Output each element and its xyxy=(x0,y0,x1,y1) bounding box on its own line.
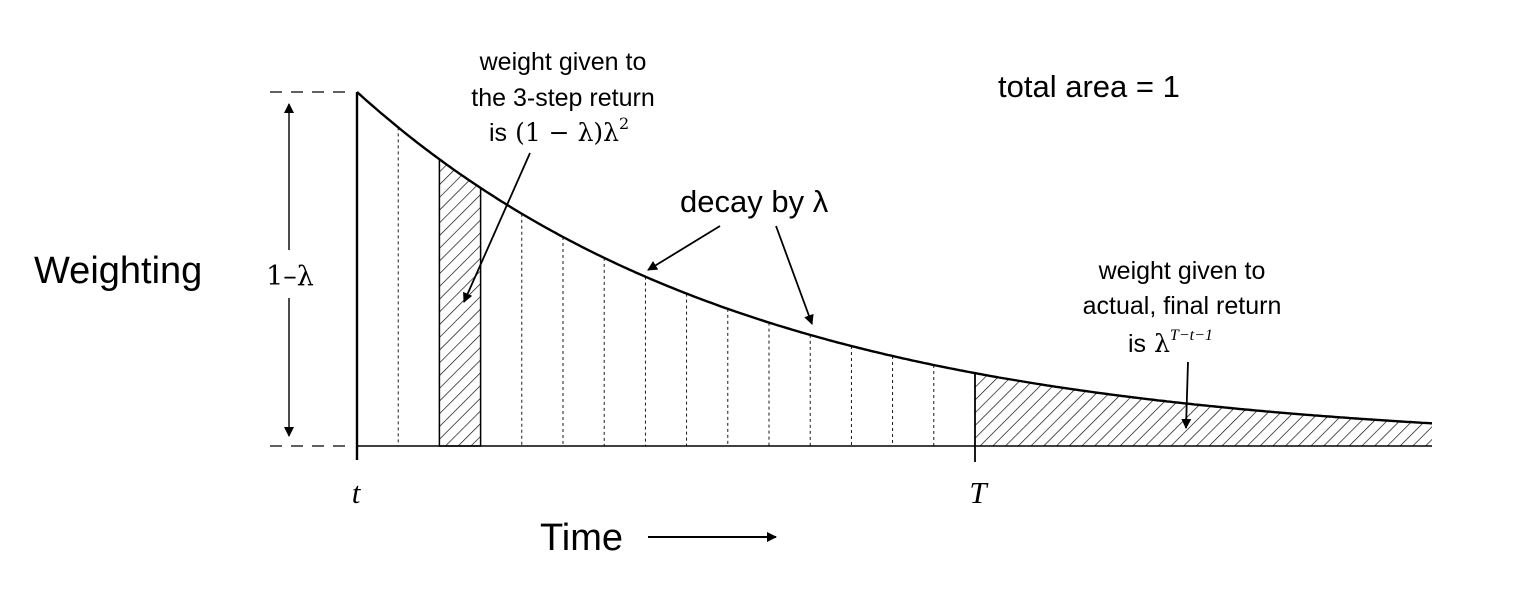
svg-text:weight given to: weight given to xyxy=(479,48,647,76)
svg-text:weight given to: weight given to xyxy=(1098,257,1266,285)
y-axis-label: Weighting xyxy=(34,250,202,292)
svg-text:the 3-step return: the 3-step return xyxy=(471,84,654,112)
final-note-arrow xyxy=(1181,361,1192,429)
decay-curve xyxy=(356,91,1432,425)
decay-arrow-right xyxy=(775,225,814,325)
total-area-label: total area = 1 xyxy=(998,69,1180,104)
three-step-return-shaded-area xyxy=(438,157,482,447)
height-label: 1–λ xyxy=(266,261,314,292)
svg-text:actual, final return: actual, final return xyxy=(1083,292,1282,320)
svg-text:is(1 − λ)λ2: is(1 − λ)λ2 xyxy=(489,114,629,147)
decay-arrow-left xyxy=(647,225,721,271)
three-step-return-note: weight given to the 3-step return is(1 −… xyxy=(471,48,654,147)
decay-label: decay by λ xyxy=(680,184,829,219)
final-return-shaded-area xyxy=(975,373,1432,446)
end-time-label: T xyxy=(969,475,989,510)
x-axis-label: Time xyxy=(540,517,623,559)
interval-divider-lines xyxy=(397,127,935,446)
start-time-label: t xyxy=(352,475,362,510)
three-step-note-arrow xyxy=(463,152,531,303)
